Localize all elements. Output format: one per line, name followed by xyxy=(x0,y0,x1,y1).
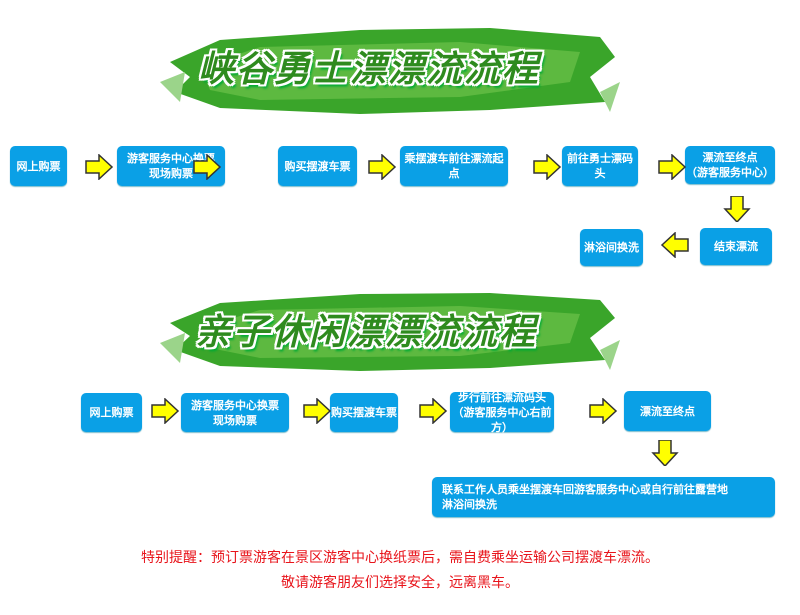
arrow-right-icon xyxy=(533,154,562,180)
step-label: 游客服务中心换票 xyxy=(191,398,279,412)
step-label: 联系工作人员乘坐摆渡车回游客服务中心或自行前往露营地 xyxy=(442,483,728,496)
step-shuttle-ticket: 购买摆渡车票 xyxy=(278,146,357,186)
step2-shuttle-ticket: 购买摆渡车票 xyxy=(330,393,398,432)
step-label: 结束漂流 xyxy=(714,240,758,253)
step-label: 网上购票 xyxy=(16,159,61,173)
step-label: 现场购票 xyxy=(213,413,257,427)
step2-to-end: 漂流至终点 xyxy=(624,391,711,431)
step-label: 淋浴间换洗 xyxy=(584,241,639,254)
arrow-down-icon xyxy=(723,196,751,222)
arrow-left-icon xyxy=(660,232,689,258)
step-label: 购买摆渡车票 xyxy=(284,159,351,173)
arrow-right-icon xyxy=(658,154,687,180)
step-label: 购买摆渡车票 xyxy=(331,406,397,419)
step-label: 漂流至终点 xyxy=(702,151,758,164)
arrow-right-icon xyxy=(193,154,222,180)
step-label: 前往勇士漂码头 xyxy=(567,152,633,180)
step-label: 游客服务中心换票 xyxy=(127,152,215,165)
arrow-right-icon xyxy=(85,154,114,180)
step-label: （游客服务中心右前方） xyxy=(452,405,552,434)
step-label: 现场购票 xyxy=(149,167,193,180)
arrow-right-icon xyxy=(368,154,397,180)
step-label: 淋浴间换洗 xyxy=(442,498,497,511)
step-finish: 结束漂流 xyxy=(700,228,772,265)
notice-line-2: 敬请游客朋友们选择安全，远离黑车。 xyxy=(281,575,519,591)
title-banner-1 xyxy=(160,28,620,114)
step2-walk-to-dock: 步行前往漂流码头（游客服务中心右前方） xyxy=(450,390,554,434)
step-label: 漂流至终点 xyxy=(640,404,695,418)
step-to-end: 漂流至终点 （游客服务中心） xyxy=(685,146,775,184)
section2-title: 亲子休闲漂漂流流程 xyxy=(195,312,538,353)
arrow-right-icon xyxy=(151,398,180,424)
arrow-right-icon xyxy=(419,398,448,424)
section1-title: 峡谷勇士漂漂流流程 xyxy=(198,49,541,90)
step-shuttle-to-start: 乘摆渡车前往漂流起点 xyxy=(400,146,508,186)
step-label: （游客服务中心） xyxy=(686,166,774,179)
arrow-right-icon xyxy=(589,398,618,424)
arrow-right-icon xyxy=(303,398,332,424)
step2-return: 联系工作人员乘坐摆渡车回游客服务中心或自行前往露营地淋浴间换洗 xyxy=(432,477,775,517)
step-shower: 淋浴间换洗 xyxy=(580,229,643,266)
step2-online-ticket: 网上购票 xyxy=(81,393,142,432)
step-label: 步行前往漂流码头 xyxy=(458,390,546,404)
step-label: 乘摆渡车前往漂流起点 xyxy=(404,152,504,180)
notice-line-1: 特别提醒：预订票游客在景区游客中心换纸票后，需自费乘坐运输公司摆渡车漂流。 xyxy=(141,550,659,566)
step2-service-center: 游客服务中心换票现场购票 xyxy=(181,393,289,432)
step-label: 网上购票 xyxy=(89,406,134,419)
arrow-down-icon xyxy=(651,440,679,466)
step-to-dock: 前往勇士漂码头 xyxy=(562,146,638,186)
step-online-ticket: 网上购票 xyxy=(10,146,67,186)
title-banner-2 xyxy=(160,293,620,371)
